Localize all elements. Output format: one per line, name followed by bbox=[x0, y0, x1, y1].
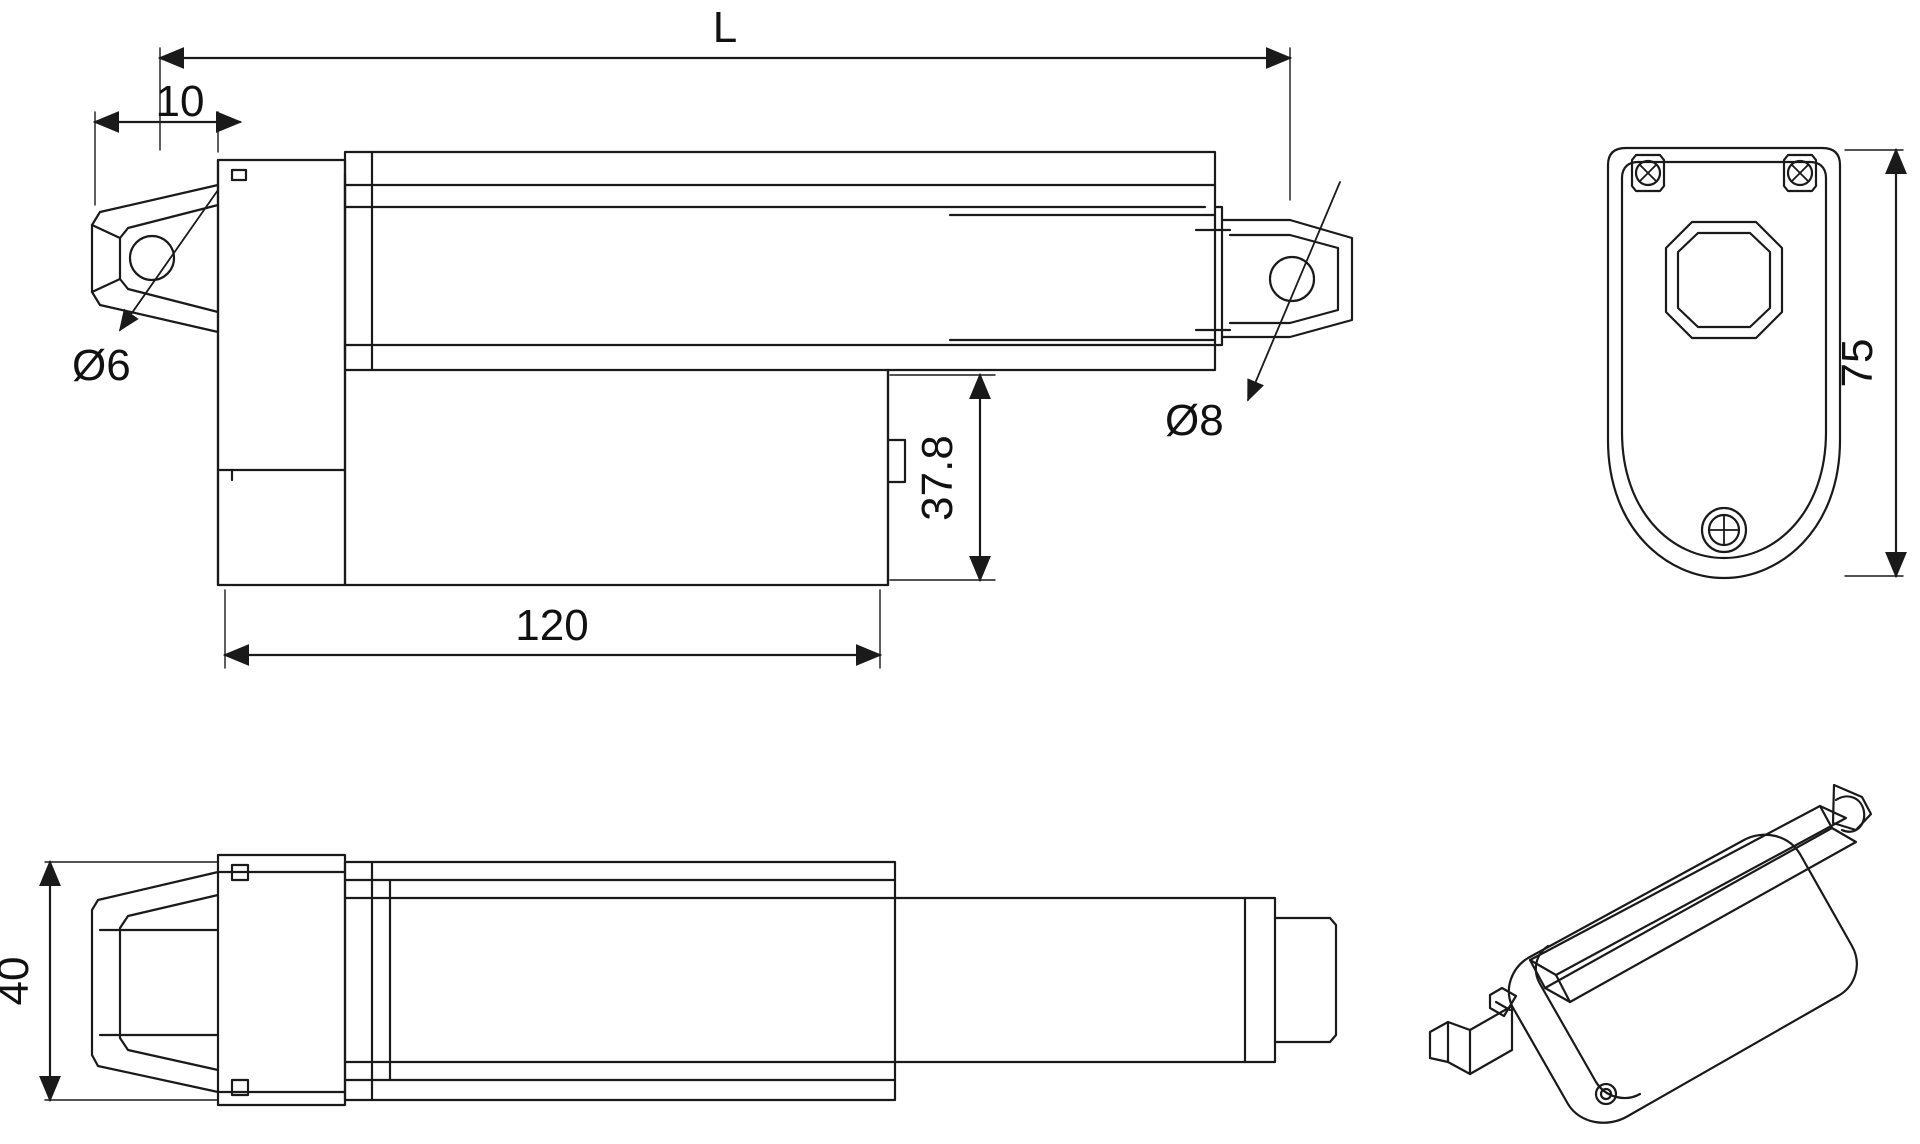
isometric-view bbox=[1428, 783, 1873, 1124]
dimension-40-group bbox=[39, 859, 219, 1103]
dim-overall-length: L bbox=[713, 3, 737, 52]
side-elevation-view bbox=[90, 47, 1354, 669]
mounting-bracket-end-view bbox=[1606, 146, 1907, 580]
dim-pin-large: Ø8 bbox=[1165, 396, 1224, 445]
dim-body-height: 37.8 bbox=[913, 435, 962, 521]
dim-pin-small: Ø6 bbox=[72, 341, 131, 390]
plan-view bbox=[90, 853, 1338, 1107]
dim-plan-width: 40 bbox=[0, 957, 38, 1006]
dim-bracket-height: 75 bbox=[1833, 339, 1882, 388]
dim-stroke-offset: 10 bbox=[156, 77, 205, 126]
dim-body-length: 120 bbox=[515, 601, 588, 650]
